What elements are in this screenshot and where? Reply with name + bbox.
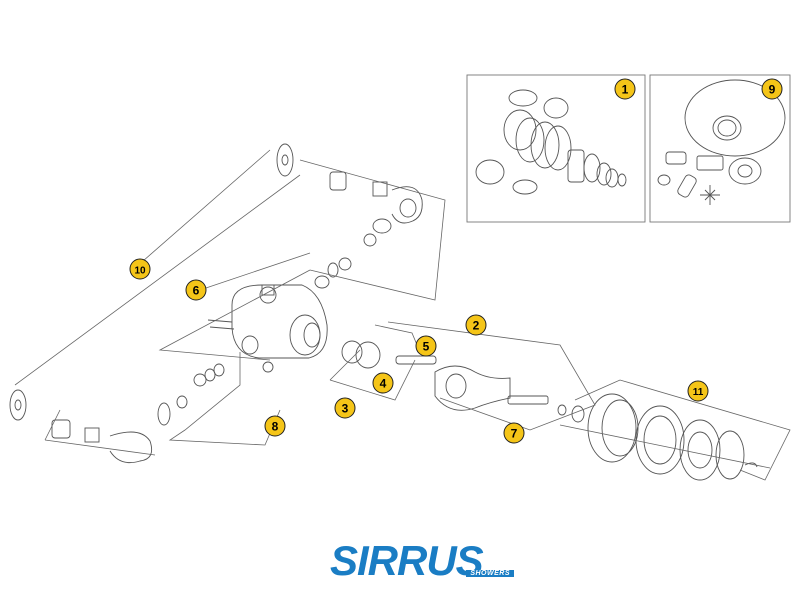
callout-6-label: 6	[193, 284, 200, 298]
callout-1: 1	[614, 78, 636, 100]
callout-5: 5	[415, 335, 437, 357]
sirrus-logo: SIRRUS SHOWERS	[330, 540, 520, 582]
callout-5-label: 5	[423, 340, 430, 354]
upper-inlet-parts	[276, 143, 423, 289]
callout-6: 6	[185, 279, 207, 301]
callout-10-label: 10	[134, 266, 146, 277]
callout-11-label: 11	[693, 387, 704, 398]
callout-7: 7	[503, 422, 525, 444]
callouts: 1 9 10 6 2 5 4 3	[129, 78, 783, 444]
inset-trim-kit	[649, 74, 791, 223]
callout-10: 10	[129, 258, 151, 280]
callout-8: 8	[264, 415, 286, 437]
callout-8-label: 8	[272, 420, 279, 434]
brand-tagline: SHOWERS	[466, 570, 514, 577]
callout-4: 4	[372, 372, 394, 394]
callout-4-label: 4	[380, 377, 387, 391]
callout-2-label: 2	[473, 319, 480, 333]
lower-inlet-parts	[9, 363, 225, 464]
inset-seals-kit	[466, 74, 646, 223]
callout-3: 3	[334, 397, 356, 419]
callout-7-label: 7	[511, 427, 518, 441]
callout-9-label: 9	[769, 83, 776, 97]
control-trim-parts	[587, 393, 758, 481]
leader-lines	[14, 149, 791, 481]
brand-name: SIRRUS	[330, 537, 484, 584]
callout-11: 11	[687, 380, 709, 402]
callout-3-label: 3	[342, 402, 349, 416]
callout-2: 2	[465, 314, 487, 336]
valve-body	[207, 284, 328, 373]
callout-1-label: 1	[622, 83, 629, 97]
cartridge-parts	[341, 340, 585, 423]
callout-9: 9	[761, 78, 783, 100]
